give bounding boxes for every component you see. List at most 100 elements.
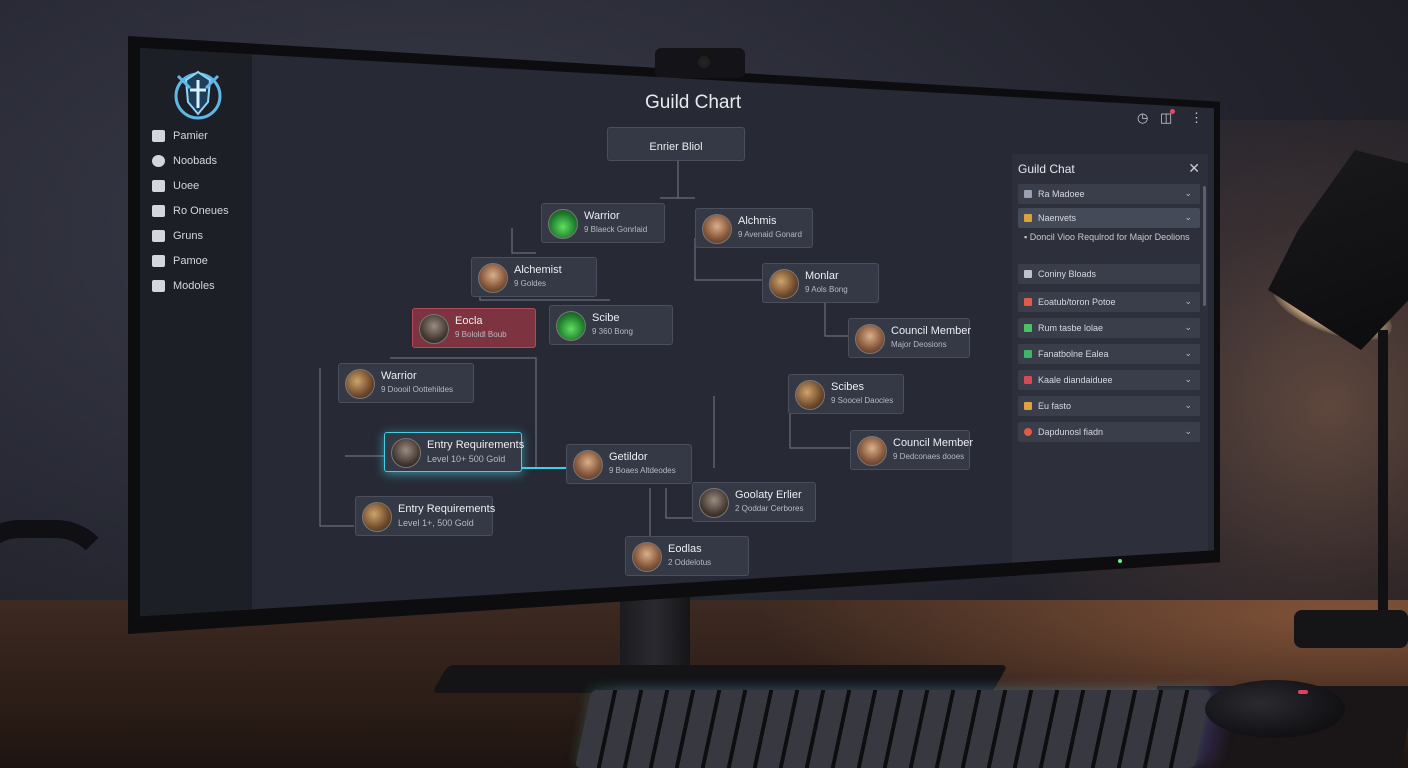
cross-swords-icon: [152, 230, 165, 242]
node-name: Monlar: [805, 270, 839, 282]
sidebar-item-label: Noobads: [173, 155, 218, 167]
chart-node-11[interactable]: Council Member 9 Dedconaes dooes: [850, 430, 973, 470]
sidebar-item-5[interactable]: Pamoe: [152, 251, 208, 271]
chart-node-6[interactable]: Council Member Major Deosions: [848, 318, 972, 358]
node-name: Goolaty Erlier: [735, 489, 802, 501]
desk-lamp-arm: [1378, 330, 1388, 620]
node-name: Warrior: [381, 370, 417, 382]
channel-label: Dapdunosl fiadn: [1038, 427, 1104, 437]
keyboard: [574, 690, 1212, 768]
chat-scrollbar[interactable]: [1203, 186, 1206, 306]
node-subtitle: 9 Boaes Altdeodes: [609, 466, 676, 475]
chat-channel-row[interactable]: Kaale diandaiduee ⌄: [1018, 370, 1200, 390]
clock-icon[interactable]: ◷: [1137, 110, 1149, 125]
chat-channel-row[interactable]: Eoatub/toron Potoe ⌄: [1018, 292, 1200, 312]
chevron-down-icon[interactable]: ⌄: [1184, 400, 1192, 410]
chat-channel-row[interactable]: Coniny Bloads: [1018, 264, 1200, 284]
chat-channel-row[interactable]: Naenvets ⌄: [1018, 208, 1200, 228]
channel-label: Ra Madoee: [1038, 189, 1085, 199]
chart-node-1[interactable]: Alchmis 9 Avenaid Gonard: [695, 208, 813, 248]
sidebar-item-2[interactable]: Uoee: [152, 176, 199, 196]
app-window: Pamier Noobads Uoee Ro Oneues Gruns Pamo…: [140, 48, 1214, 617]
channel-icon: [1024, 402, 1032, 410]
channel-icon: [1024, 190, 1032, 198]
chat-channel-row[interactable]: Eu fasto ⌄: [1018, 396, 1200, 416]
chat-message: ▪ Doncil Vioo Requlrod for Major Deolion…: [1024, 232, 1194, 243]
chat-channel-row[interactable]: Dapdunosl fiadn ⌄: [1018, 422, 1200, 442]
chart-node-7[interactable]: Warrior 9 Doooil Oottehildes: [338, 363, 474, 403]
chart-node-0[interactable]: Warrior 9 Blaeck Gonrlaid: [541, 203, 665, 243]
sidebar-item-3[interactable]: Ro Oneues: [152, 201, 229, 221]
chat-channel-row[interactable]: Rum tasbe lolae ⌄: [1018, 318, 1200, 338]
chevron-down-icon[interactable]: ⌄: [1184, 188, 1192, 198]
folder-icon: [152, 180, 165, 192]
chart-node-2[interactable]: Alchemist 9 Goldes: [471, 257, 597, 297]
node-name: Entry Requirements: [427, 439, 525, 451]
avatar: [632, 542, 662, 572]
chart-node-8[interactable]: Scibes 9 Soocel Daocies: [788, 374, 904, 414]
chevron-down-icon[interactable]: ⌄: [1184, 296, 1192, 306]
chart-node-14[interactable]: Eodlas 2 Oddelotus: [625, 536, 749, 576]
channel-label: Kaale diandaiduee: [1038, 375, 1113, 385]
close-icon[interactable]: ✕: [1188, 160, 1200, 176]
sidebar-item-label: Modoles: [173, 280, 215, 292]
node-name: Enrier Bliol: [649, 141, 703, 153]
potion-avatar-icon: [548, 209, 578, 239]
sidebar-item-0[interactable]: Pamier: [152, 126, 208, 146]
chart-node-4[interactable]: Eocla 9 Bololdl Boub: [412, 308, 536, 348]
node-name: Eodlas: [668, 543, 702, 555]
channel-label: Rum tasbe lolae: [1038, 323, 1104, 333]
chat-title: Guild Chat: [1018, 162, 1075, 176]
chevron-down-icon[interactable]: ⌄: [1184, 212, 1192, 222]
node-subtitle: 9 Goldes: [514, 279, 547, 288]
users-icon: [152, 205, 165, 217]
chart-node-5[interactable]: Scibe 9 360 Bong: [549, 305, 673, 345]
webcam-lens: [696, 54, 712, 70]
channel-label: Coniny Bloads: [1038, 269, 1097, 279]
avatar: [699, 488, 729, 518]
chevron-down-icon[interactable]: ⌄: [1184, 426, 1192, 436]
node-subtitle: 2 Qoddar Cerbores: [735, 504, 804, 513]
channel-label: Naenvets: [1038, 213, 1077, 223]
chevron-down-icon[interactable]: ⌄: [1184, 374, 1192, 384]
chat-channel-row[interactable]: Fanatbolne Ealea ⌄: [1018, 344, 1200, 364]
chart-node-9[interactable]: Entry Requirements Level 10+ 500 Gold: [384, 432, 525, 472]
channel-icon: [1024, 324, 1032, 332]
chat-message-text: Doncil Vioo Requlrod for Major Deolions: [1029, 232, 1190, 242]
desk-lamp-base: [1294, 610, 1408, 648]
sidebar-item-6[interactable]: Modoles: [152, 276, 215, 296]
node-subtitle: 9 Dedconaes dooes: [893, 452, 965, 461]
chart-node-3[interactable]: Monlar 9 Aols Bong: [762, 263, 879, 303]
node-name: Council Member: [891, 325, 972, 337]
avatar: [362, 502, 392, 532]
sidebar: Pamier Noobads Uoee Ro Oneues Gruns Pamo…: [140, 48, 252, 617]
chart-root-node[interactable]: Enrier Bliol: [607, 127, 745, 161]
more-vertical-icon[interactable]: ⋮: [1190, 110, 1203, 125]
sidebar-item-label: Pamier: [173, 130, 208, 142]
chat-channel-row[interactable]: Ra Madoee ⌄: [1018, 184, 1200, 204]
channel-icon: [1024, 270, 1032, 278]
bell-icon[interactable]: ◫: [1160, 110, 1173, 125]
channel-icon: [1024, 428, 1032, 436]
sidebar-item-4[interactable]: Gruns: [152, 226, 203, 246]
chart-node-13[interactable]: Goolaty Erlier 2 Qoddar Cerbores: [692, 482, 816, 522]
chevron-down-icon[interactable]: ⌄: [1184, 322, 1192, 332]
channel-icon: [1024, 298, 1032, 306]
chart-node-12[interactable]: Entry Requirements Level 1+, 500 Gold: [355, 496, 496, 536]
tree-icon: [152, 255, 165, 267]
node-name: Alchmis: [738, 215, 777, 227]
mouse-led: [1298, 690, 1308, 694]
chart-node-10[interactable]: Getildor 9 Boaes Altdeodes: [566, 444, 692, 484]
node-name: Entry Requirements: [398, 503, 496, 515]
chevron-down-icon[interactable]: ⌄: [1184, 348, 1192, 358]
sidebar-item-label: Ro Oneues: [173, 205, 229, 217]
channel-icon: [1024, 376, 1032, 384]
node-subtitle: 9 Doooil Oottehildes: [381, 385, 454, 394]
avatar: [478, 263, 508, 293]
channel-icon: [1024, 350, 1032, 358]
node-name: Getildor: [609, 451, 648, 463]
avatar: [391, 438, 421, 468]
node-name: Alchemist: [514, 264, 562, 276]
sidebar-item-1[interactable]: Noobads: [152, 151, 217, 171]
node-subtitle: 9 Blaeck Gonrlaid: [584, 225, 648, 234]
